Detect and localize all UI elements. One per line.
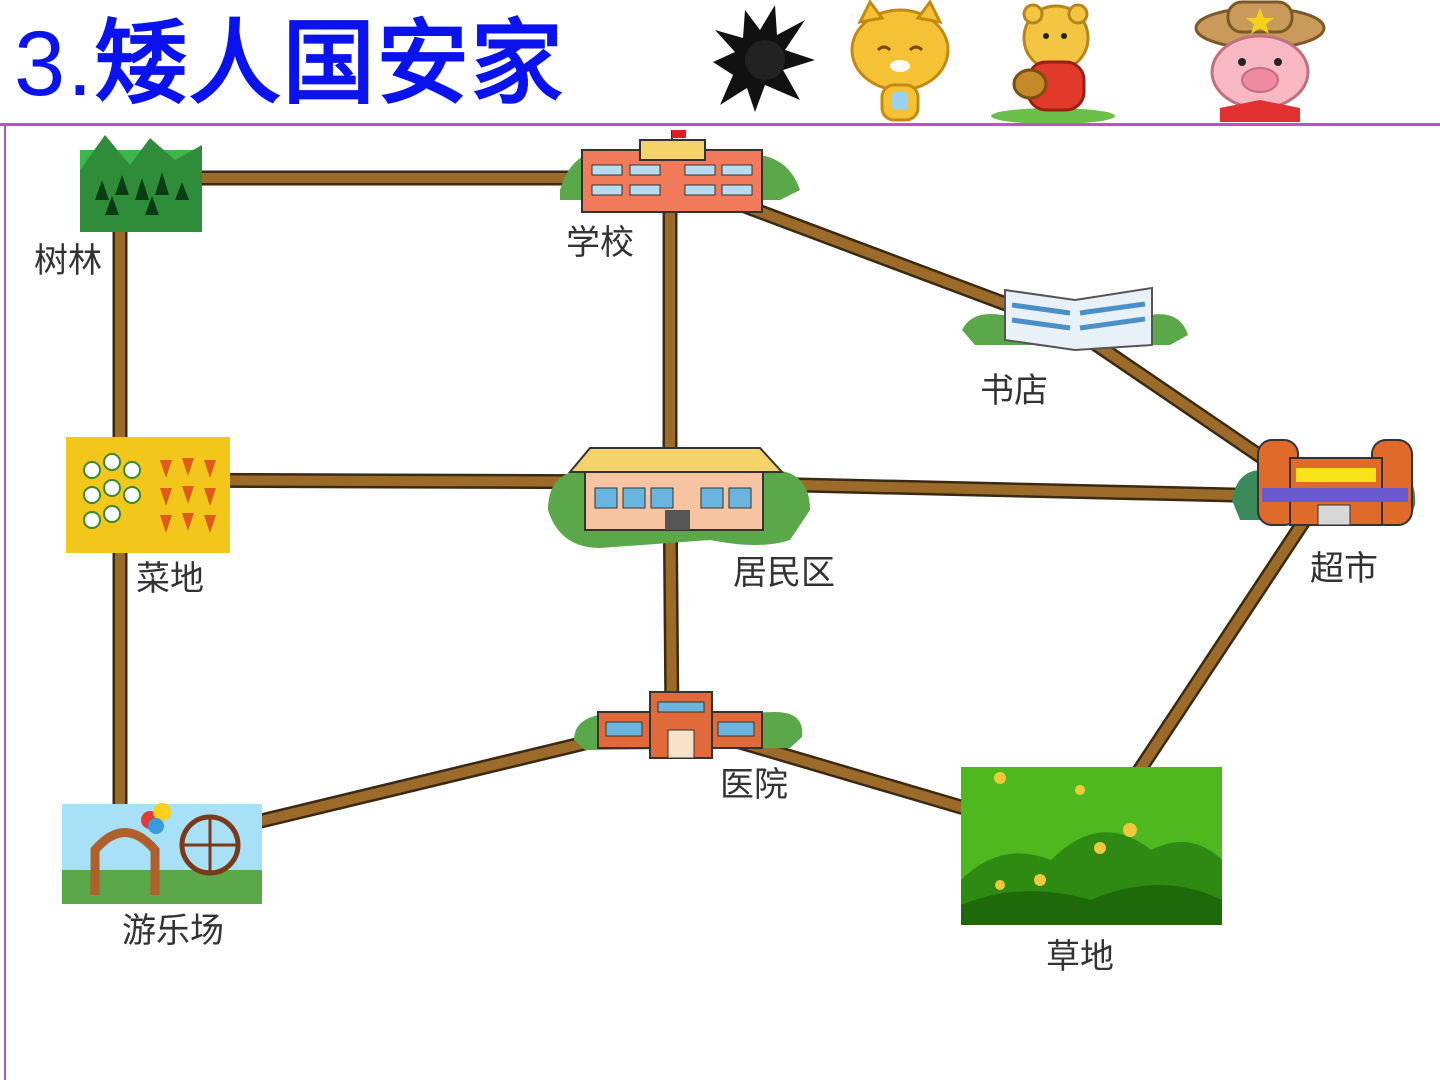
- vegetable-field-illustration: [66, 437, 230, 553]
- forest-illustration: [80, 135, 202, 232]
- bookstore-illustration: [962, 286, 1188, 352]
- title-number: 3.: [14, 13, 95, 115]
- amusement-park-illustration: [62, 803, 262, 904]
- label-bookstore: 书店: [980, 371, 1048, 411]
- grassland-illustration: [961, 767, 1222, 925]
- label-forest: 树林: [34, 241, 102, 281]
- cowboy-pig-icon: [1194, 0, 1326, 122]
- supermarket-illustration: [1232, 439, 1416, 526]
- label-school: 学校: [566, 223, 634, 263]
- title-underline: [0, 123, 1440, 126]
- label-supermarket: 超市: [1310, 549, 1378, 589]
- label-amusement-park: 游乐场: [122, 911, 224, 951]
- label-residential: 居民区: [733, 553, 835, 593]
- hospital-illustration: [574, 691, 803, 759]
- label-hospital: 医院: [720, 765, 788, 805]
- left-border: [4, 123, 6, 1080]
- tiger-cub-icon: [850, 0, 950, 122]
- label-grassland: 草地: [1046, 937, 1114, 977]
- residential-illustration: [548, 447, 810, 548]
- honey-bear-icon: [991, 3, 1115, 124]
- title-text: 矮人国安家: [94, 10, 565, 117]
- label-vegetable-field: 菜地: [136, 559, 204, 599]
- page-title: 3.矮人国安家: [14, 13, 565, 115]
- ink-splash-icon: [713, 5, 815, 112]
- school-illustration: [560, 130, 800, 213]
